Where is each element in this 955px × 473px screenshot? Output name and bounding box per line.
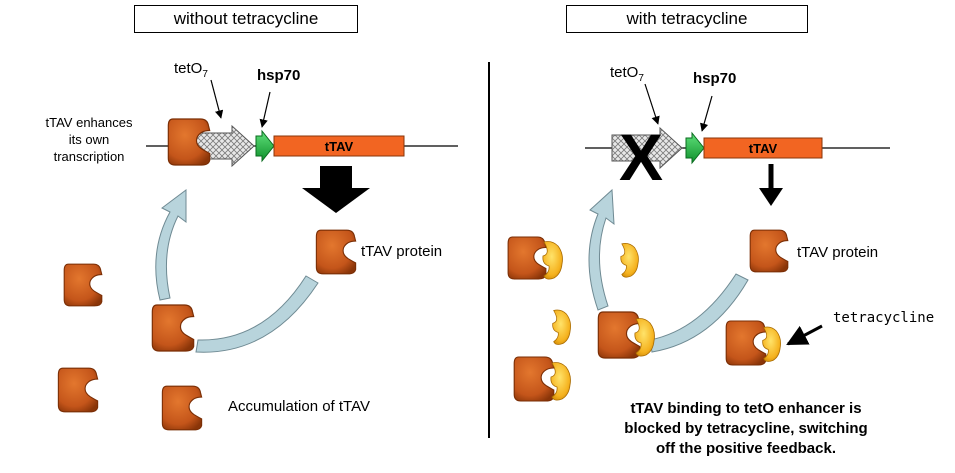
right-protein-label: tTAV protein — [797, 244, 879, 261]
left-hsp70-label: hsp70 — [257, 67, 301, 84]
right-panel-title: with tetracycline — [566, 5, 808, 33]
left-panel-title: without tetracycline — [134, 5, 358, 33]
right-upward-arrow — [588, 188, 615, 311]
left-protein — [161, 385, 203, 431]
right-teto-element — [611, 126, 683, 170]
left-panel: tTAV — [57, 79, 458, 431]
tetracycline-pointer — [786, 324, 823, 346]
left-expression-arrow — [302, 166, 370, 213]
left-gene-label: tTAV — [325, 139, 354, 154]
right-panel: tTAV X — [507, 83, 890, 402]
right-hsp70-label: hsp70 — [693, 70, 737, 87]
block-x-mark: X — [619, 120, 663, 194]
left-teto-pointer — [210, 79, 224, 119]
left-feedback-label: tTAV enhances its own transcription — [45, 115, 133, 164]
right-hsp70-pointer — [700, 95, 713, 132]
right-complex — [725, 320, 782, 366]
left-caption: Accumulation of tTAV — [228, 398, 371, 415]
left-protein-label: tTAV protein — [361, 243, 443, 260]
right-expression-arrow-head — [759, 188, 783, 206]
left-protein — [63, 263, 103, 307]
right-teto-label: tetO7 — [610, 64, 644, 84]
right-free-tetracycline — [620, 242, 639, 278]
left-protein — [57, 367, 99, 413]
right-gene-label: tTAV — [749, 141, 778, 156]
left-hsp70-pointer — [259, 91, 271, 128]
left-upward-arrow — [155, 189, 187, 301]
right-complex — [507, 236, 563, 280]
left-protein — [315, 229, 357, 275]
left-protein — [151, 304, 195, 352]
right-protein — [749, 229, 789, 273]
right-caption: tTAV binding to tetO enhancer is blocked… — [624, 400, 868, 457]
right-teto-pointer — [644, 83, 660, 125]
left-feedback-arrow — [195, 275, 319, 353]
left-ttav-gene — [273, 135, 405, 157]
left-teto-label: tetO7 — [174, 60, 208, 80]
right-hsp70-promoter — [685, 131, 705, 165]
right-tetracycline-label: tetracycline — [833, 310, 935, 326]
right-ttav-gene — [703, 137, 823, 159]
right-complex — [513, 356, 571, 402]
right-complex — [597, 311, 655, 359]
left-hsp70-promoter — [255, 129, 275, 163]
right-free-tetracycline — [552, 309, 572, 345]
